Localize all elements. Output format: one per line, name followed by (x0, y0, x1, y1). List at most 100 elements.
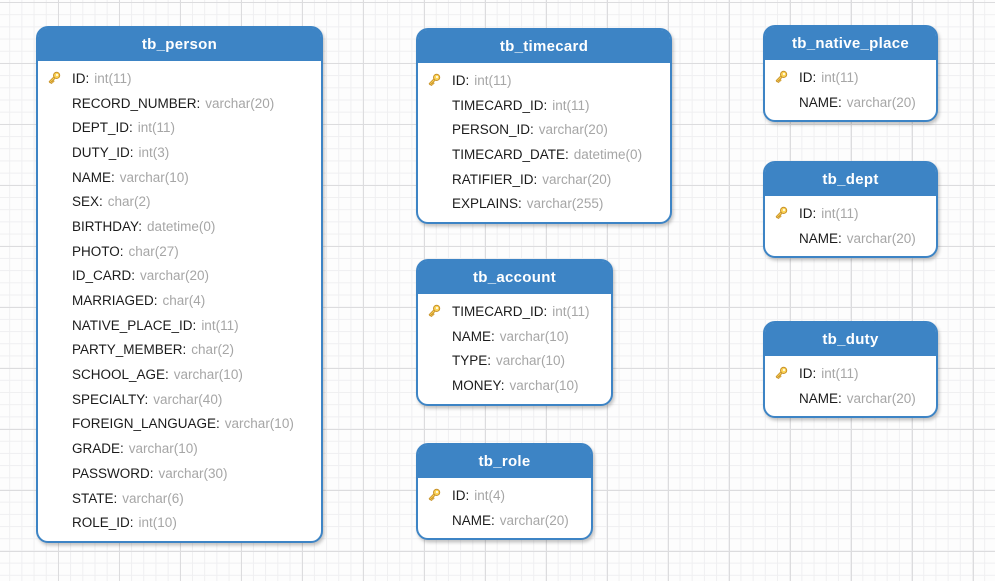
field-row[interactable]: PARTY_MEMBER char(2) (46, 338, 313, 363)
field-row[interactable]: DUTY_ID int(3) (46, 140, 313, 165)
field-name: ROLE_ID (72, 515, 134, 530)
table-field-list: ID int(11) (418, 63, 670, 222)
field-type: int(3) (138, 144, 170, 160)
table-header[interactable]: tb_person (38, 28, 321, 61)
field-name: MARRIAGED (72, 293, 158, 308)
field-row[interactable]: EXPLAINS varchar(255) (426, 191, 662, 216)
field-row[interactable]: DEPT_ID int(11) (46, 115, 313, 140)
field-name: NAME (799, 95, 842, 110)
field-name: DUTY_ID (72, 145, 134, 160)
field-type: int(11) (552, 303, 590, 319)
field-row[interactable]: RECORD_NUMBER varchar(20) (46, 91, 313, 116)
table-field-list: ID int(11) (765, 356, 936, 416)
table-header[interactable]: tb_role (418, 445, 591, 478)
field-type: int(4) (474, 487, 506, 503)
field-name: NAME (452, 329, 495, 344)
field-type: char(2) (191, 342, 235, 358)
field-row[interactable]: NAME varchar(20) (773, 90, 928, 115)
field-row[interactable]: ID int(11) (773, 361, 928, 386)
table-header[interactable]: tb_native_place (765, 27, 936, 60)
table-card-tb_person[interactable]: tb_person (36, 26, 323, 544)
field-row[interactable]: TIMECARD_ID int(11) (426, 299, 603, 324)
field-row[interactable]: TIMECARD_DATE datetime(0) (426, 142, 662, 167)
table-card-tb_dept[interactable]: tb_dept (763, 161, 938, 259)
table-card-tb_role[interactable]: tb_role (416, 443, 593, 541)
field-row[interactable]: PHOTO char(27) (46, 239, 313, 264)
table-card-tb_duty[interactable]: tb_duty (763, 321, 938, 419)
field-row[interactable]: ID int(11) (46, 66, 313, 91)
field-name: PARTY_MEMBER (72, 342, 186, 357)
field-type: varchar(10) (224, 416, 294, 432)
field-row[interactable]: ID int(11) (773, 201, 928, 226)
field-row[interactable]: NAME varchar(10) (426, 324, 603, 349)
field-type: char(4) (162, 293, 206, 309)
field-row[interactable]: NATIVE_PLACE_ID int(11) (46, 313, 313, 338)
field-name: SCHOOL_AGE (72, 367, 169, 382)
field-row[interactable]: FOREIGN_LANGUAGE varchar(10) (46, 412, 313, 437)
field-name: BIRTHDAY (72, 219, 142, 234)
field-name: GRADE (72, 441, 124, 456)
field-row[interactable]: ID int(4) (426, 483, 583, 508)
table-title: tb_duty (822, 331, 879, 348)
field-type: varchar(20) (205, 95, 275, 111)
field-type: varchar(10) (496, 353, 566, 369)
field-row[interactable]: BIRTHDAY datetime(0) (46, 214, 313, 239)
field-name: TIMECARD_ID (452, 98, 547, 113)
field-row[interactable]: PERSON_ID varchar(20) (426, 117, 662, 142)
table-title: tb_timecard (499, 38, 589, 55)
primary-key-icon (773, 69, 799, 85)
field-row[interactable]: SPECIALTY varchar(40) (46, 387, 313, 412)
table-field-list: ID int(11) (38, 61, 321, 541)
table-card-tb_timecard[interactable]: tb_timecard (416, 28, 672, 225)
field-type: datetime(0) (573, 146, 643, 162)
field-name: RATIFIER_ID (452, 172, 537, 187)
field-row[interactable]: SEX char(2) (46, 189, 313, 214)
field-type: char(27) (128, 243, 179, 259)
table-header[interactable]: tb_timecard (418, 30, 670, 63)
field-type: int(11) (137, 120, 176, 136)
field-row[interactable]: PASSWORD varchar(30) (46, 461, 313, 486)
field-row[interactable]: MONEY varchar(10) (426, 373, 603, 398)
field-row[interactable]: TYPE varchar(10) (426, 348, 603, 373)
field-row[interactable]: ROLE_ID int(10) (46, 510, 313, 535)
field-type: varchar(10) (119, 169, 189, 185)
field-type: int(11) (821, 365, 859, 381)
field-type: int(11) (821, 69, 859, 85)
field-type: varchar(20) (846, 94, 916, 110)
field-type: varchar(255) (526, 196, 604, 212)
table-card-tb_native_place[interactable]: tb_native_place (763, 25, 938, 123)
table-header[interactable]: tb_dept (765, 163, 936, 196)
field-row[interactable]: GRADE varchar(10) (46, 436, 313, 461)
field-row[interactable]: NAME varchar(20) (773, 226, 928, 251)
field-row[interactable]: NAME varchar(20) (773, 386, 928, 411)
table-card-tb_account[interactable]: tb_account (416, 259, 613, 406)
field-name: ID (799, 70, 816, 85)
table-header[interactable]: tb_account (418, 261, 611, 294)
field-row[interactable]: ID int(11) (773, 65, 928, 90)
field-type: varchar(30) (158, 465, 228, 481)
primary-key-icon (426, 72, 452, 88)
field-name: ID (799, 366, 816, 381)
field-row[interactable]: TIMECARD_ID int(11) (426, 93, 662, 118)
field-type: varchar(10) (499, 328, 569, 344)
field-row[interactable]: ID_CARD varchar(20) (46, 264, 313, 289)
field-row[interactable]: RATIFIER_ID varchar(20) (426, 167, 662, 192)
field-row[interactable]: SCHOOL_AGE varchar(10) (46, 362, 313, 387)
field-name: ID (72, 71, 89, 86)
field-name: PERSON_ID (452, 122, 534, 137)
field-type: int(11) (474, 72, 512, 88)
field-row[interactable]: ID int(11) (426, 68, 662, 93)
table-header[interactable]: tb_duty (765, 323, 936, 356)
primary-key-icon (46, 70, 72, 86)
field-row[interactable]: NAME varchar(20) (426, 508, 583, 533)
table-title: tb_role (478, 453, 531, 470)
field-row[interactable]: STATE varchar(6) (46, 486, 313, 511)
table-field-list: ID int(11) (765, 60, 936, 120)
field-row[interactable]: NAME varchar(10) (46, 165, 313, 190)
field-name: PASSWORD (72, 466, 154, 481)
field-name: NAME (452, 513, 495, 528)
field-row[interactable]: MARRIAGED char(4) (46, 288, 313, 313)
table-title: tb_person (141, 36, 218, 53)
field-name: ID_CARD (72, 268, 135, 283)
